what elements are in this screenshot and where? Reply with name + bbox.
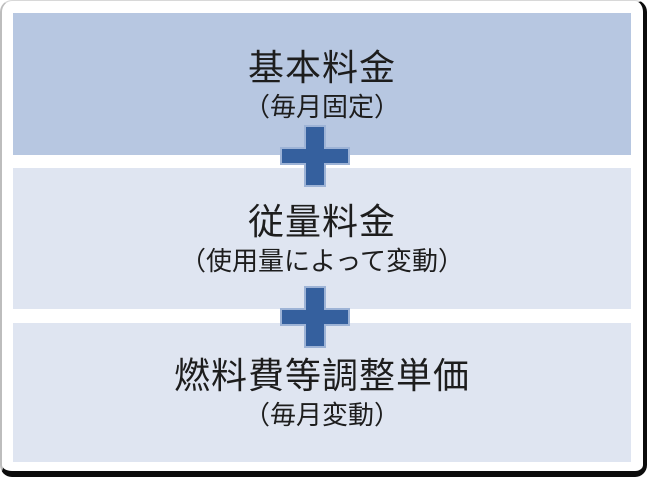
fee-box-subtitle: （毎月変動） xyxy=(243,400,400,430)
fee-box-subtitle: （使用量によって変動） xyxy=(180,246,464,276)
plus-icon xyxy=(280,125,350,187)
fee-box-fuel-adjustment: 燃料費等調整単価 （毎月変動） xyxy=(13,323,631,462)
fee-box-title: 基本料金 xyxy=(247,46,396,88)
fee-box-usage-charge: 従量料金 （使用量によって変動） xyxy=(13,168,631,309)
fee-box-title: 従量料金 xyxy=(247,201,396,242)
fee-box-subtitle: （毎月固定） xyxy=(243,91,400,122)
plus-icon xyxy=(280,286,350,348)
fee-box-title: 燃料費等調整単価 xyxy=(173,355,470,396)
